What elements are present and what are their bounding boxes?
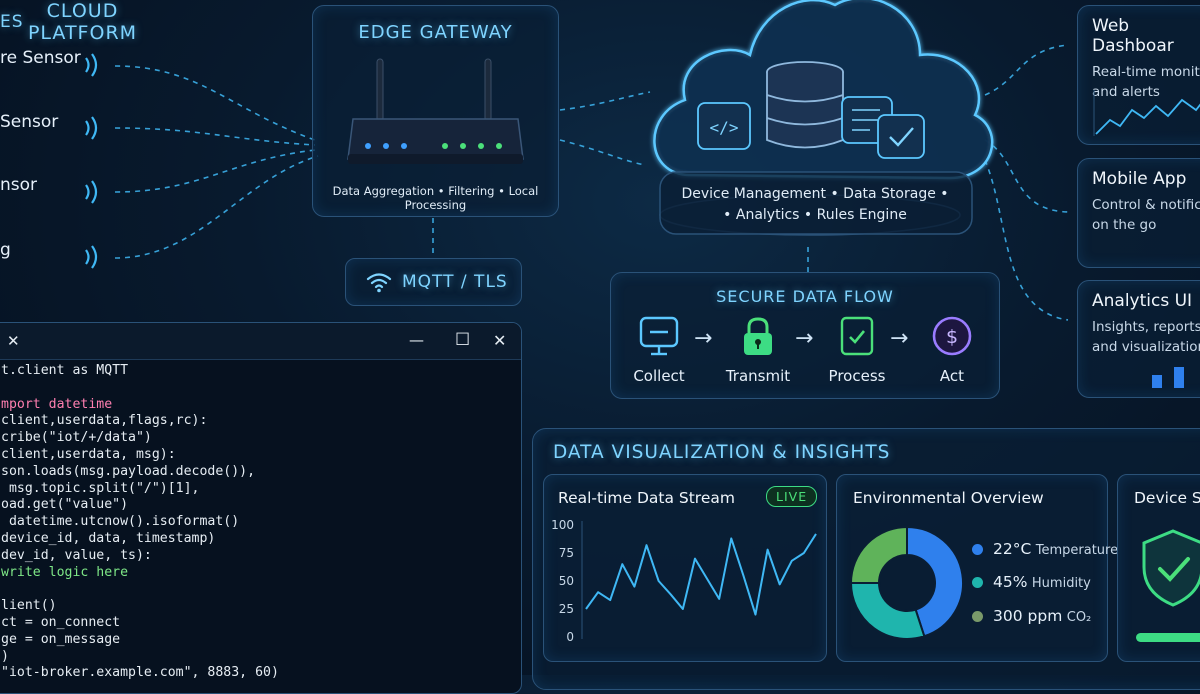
series-line [586,534,816,615]
lock-icon [737,315,779,357]
monitor-icon [638,315,680,357]
sensor-label-2: Sensor [0,112,58,132]
sensor-label-1: re Sensor [0,48,81,68]
sensor-label-3: nsor [0,175,37,195]
output-card-title: Analytics UI [1092,291,1200,311]
code-line: datetime.utcnow().isoformat() [1,514,279,531]
legend-co2: 300 ppm CO₂ [972,607,1091,625]
sparkline-icon [1092,88,1200,138]
flow-step-act: $ Act [902,315,1002,385]
wireless-signal-icon [82,50,106,80]
edge-gateway-panel: EDGE GATEWAY Data Aggregation • Filterin… [312,5,559,217]
process-check-icon [836,315,878,357]
legend-temperature: 22°C Temperature [972,540,1118,558]
shield-check-icon [1138,527,1200,609]
code-line: msg.topic.split("/")[1], [1,481,279,498]
cloud-services-line1: Device Management • Data Storage • [660,186,970,202]
protocol-badge: MQTT / TLS [345,258,522,306]
flow-step-label: Act [902,367,1002,385]
insights-title: DATA VISUALIZATION & INSIGHTS [553,442,890,463]
output-card-web-dashboard[interactable]: Web Dashboar Real-time monitorand alerts [1077,5,1200,145]
code-line: client,userdata, msg): [1,447,279,464]
code-line [1,380,279,397]
code-editor-titlebar [0,323,521,360]
code-line: mport datetime [1,397,279,414]
code-line: ct = on_connect [1,615,279,632]
output-card-title: Web Dashboar [1092,16,1200,56]
svg-text:$: $ [946,326,958,348]
realtime-stream-card: Real-time Data Stream LIVE 0 25 50 75 100 [543,474,827,662]
env-title: Environmental Overview [853,489,1044,507]
sensor-label-4: g [0,240,11,260]
bar-chart-icon [1148,363,1200,389]
legend-dot [972,611,983,622]
y-tick-label: 0 [566,630,574,644]
wireless-signal-icon [82,242,106,272]
code-line: ge = on_message [1,632,279,649]
device-status-title: Device St [1134,489,1200,507]
legend-humidity: 45% Humidity [972,573,1091,591]
flow-step-transmit: Transmit [708,315,808,385]
code-line: oad.get("value") [1,497,279,514]
wifi-icon [366,271,392,293]
close-button[interactable]: ✕ [493,331,506,350]
legend-dot [972,544,983,555]
y-tick-label: 100 [551,518,574,532]
code-line: son.loads(msg.payload.decode()), [1,464,279,481]
code-line: cribe("iot/+/data") [1,430,279,447]
edge-gateway-caption: Data Aggregation • Filtering • Local Pro… [313,184,558,212]
stream-title: Real-time Data Stream [558,489,735,507]
router-icon [343,54,528,169]
live-badge: LIVE [766,486,817,507]
legend-dot [972,577,983,588]
protocol-label: MQTT / TLS [402,272,508,292]
code-line: lient() [1,598,279,615]
code-line: "iot-broker.example.com", 8883, 60) [1,665,279,682]
flow-step-label: Collect [609,367,709,385]
flow-step-label: Transmit [708,367,808,385]
wireless-signal-icon [82,113,106,143]
code-line: write logic here [1,565,279,582]
edge-gateway-title: EDGE GATEWAY [313,22,558,43]
secure-flow-title: SECURE DATA FLOW [611,287,999,306]
donut-slice-humidity [851,583,924,639]
status-progress-bar [1136,633,1200,642]
close-tab-icon[interactable]: ✕ [7,332,20,350]
code-line: dev_id, value, ts): [1,548,279,565]
code-line: client,userdata,flags,rc): [1,413,279,430]
environmental-donut-chart [847,523,967,643]
code-line: ) [1,649,279,666]
code-line [1,581,279,598]
realtime-line-chart: 0 25 50 75 100 [544,513,826,653]
wireless-signal-icon [82,177,106,207]
device-status-card: Device St [1117,474,1200,662]
flow-step-label: Process [807,367,907,385]
y-tick-label: 75 [559,546,574,560]
dollar-icon: $ [931,315,973,357]
svg-text:</>: </> [710,118,739,137]
y-tick-label: 50 [559,574,574,588]
sensors-header: ES [0,12,24,32]
cloud-services-line2: • Analytics • Rules Engine [660,207,970,223]
maximize-button[interactable]: ☐ [455,330,470,350]
donut-slice-co- [851,527,907,583]
y-tick-label: 25 [559,602,574,616]
output-card-title: Mobile App [1092,169,1200,189]
environmental-overview-card: Environmental Overview [836,474,1108,662]
code-line: t.client as MQTT [1,363,279,380]
code-line: device_id, data, timestamp) [1,531,279,548]
minimize-button[interactable]: — [409,331,424,349]
